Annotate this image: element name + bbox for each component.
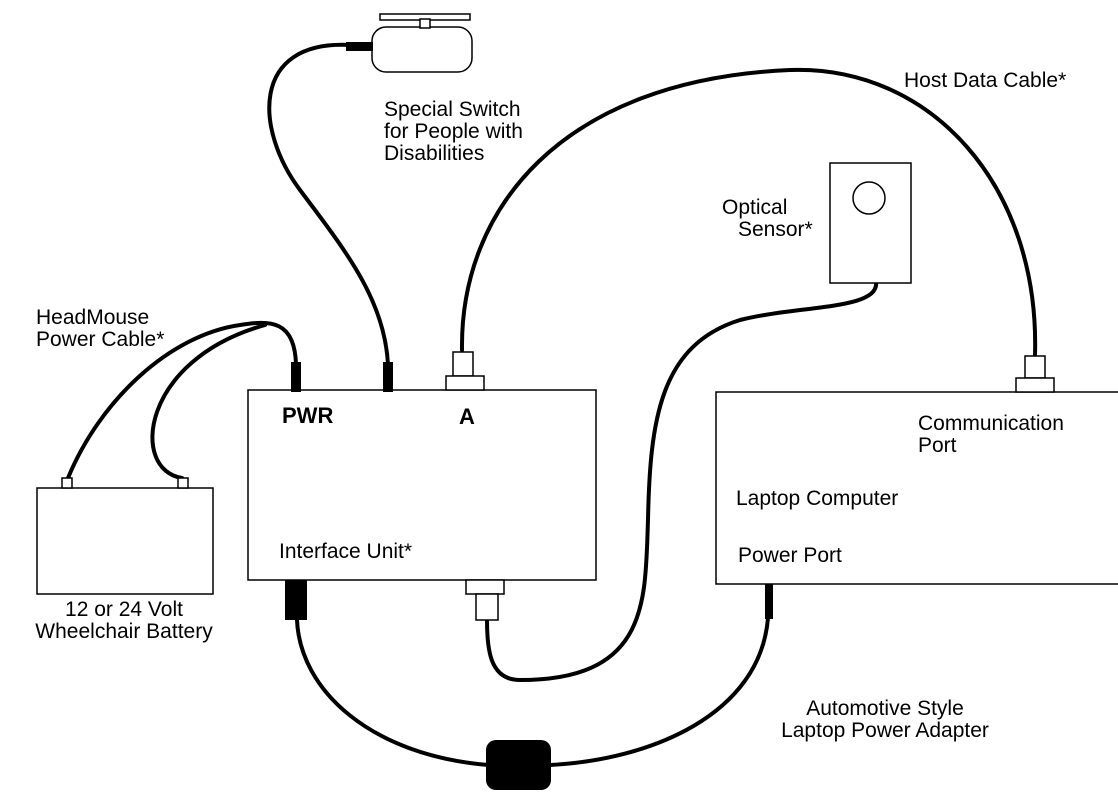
communication-port-label: Communication Port [918,413,1064,457]
communication-port-label-line2: Port [918,434,957,457]
interface-unit-label: Interface Unit* [279,540,413,563]
switch-label-line3: Disabilities [384,142,485,165]
battery-label: 12 or 24 Volt Wheelchair Battery [6,599,242,643]
pwr-plug [291,362,301,392]
battery-terminal-left [61,477,73,489]
optical-sensor-box [829,162,912,284]
headmouse-power-cable-label: HeadMouse Power Cable* [36,307,164,351]
optical-sensor-label-line1: Optical [722,196,788,219]
optical-sensor-label-line2: Sensor* [738,218,813,241]
host-data-cable [459,67,1038,357]
switch-stem [419,18,431,29]
host-data-cable-label: Host Data Cable* [904,69,1067,92]
power-adapter-body [486,740,551,790]
battery-box [36,487,214,595]
laptop-computer-box [715,391,1118,585]
headmouse-power-cable [66,320,298,480]
power-adapter-label: Automotive Style Laptop Power Adapter [760,698,1010,742]
optical-sensor-lens [852,181,886,215]
switch-label-line2: for People with [384,120,523,143]
switch-label: Special Switch for People with Disabilit… [384,99,523,165]
adapter-cable-right [548,616,770,767]
sensor-port-connector [465,579,505,621]
headmouse-label-line1: HeadMouse [36,306,150,329]
power-adapter-label-line2: Laptop Power Adapter [781,719,989,742]
pwr-port-label: PWR [282,403,334,428]
adapter-cable-left [295,618,490,767]
laptop-computer-label: Laptop Computer [736,487,899,510]
switch-label-line1: Special Switch [384,98,521,121]
battery-terminal-right [177,477,189,489]
optical-sensor-label: Optical Sensor* [722,197,813,241]
power-port-label: Power Port [738,544,842,567]
port-a-label: A [459,404,475,429]
interface-power-plug [285,580,307,620]
switch-jack-plug [383,362,393,392]
headmouse-power-cable-branch [150,323,267,480]
headmouse-label-line2: Power Cable* [36,328,165,351]
communication-port-connector [1015,355,1055,393]
battery-label-line2: Wheelchair Battery [35,620,213,643]
power-adapter-label-line1: Automotive Style [806,697,964,720]
port-a-connector [445,351,485,391]
battery-label-line1: 12 or 24 Volt [65,598,183,621]
switch-plug [346,42,373,51]
communication-port-label-line1: Communication [918,412,1064,435]
laptop-power-plug [765,584,773,619]
interface-unit-box [247,389,597,581]
switch-body [371,26,473,73]
switch-cable [267,42,390,367]
optical-sensor-cable [485,280,879,683]
